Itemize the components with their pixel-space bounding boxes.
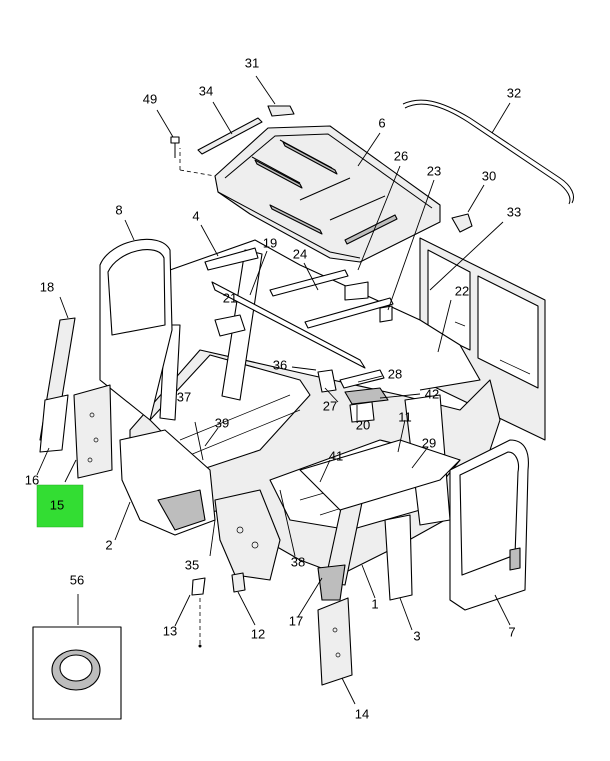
console-bracket-28 bbox=[339, 369, 385, 389]
callout-19[interactable]: 19 bbox=[263, 235, 277, 250]
callout-34[interactable]: 34 bbox=[199, 83, 213, 98]
callout-35[interactable]: 35 bbox=[185, 557, 199, 572]
callout-42[interactable]: 42 bbox=[425, 386, 439, 401]
callout-36[interactable]: 36 bbox=[273, 357, 287, 372]
callout-38[interactable]: 38 bbox=[291, 554, 305, 569]
bracket-small-13 bbox=[191, 577, 206, 648]
callout-15-highlighted[interactable]: 15 bbox=[50, 497, 64, 512]
callout-13[interactable]: 13 bbox=[163, 623, 177, 638]
callout-11[interactable]: 11 bbox=[398, 409, 412, 424]
roof-bow-front bbox=[211, 281, 366, 369]
callout-17[interactable]: 17 bbox=[289, 613, 303, 628]
callout-16[interactable]: 16 bbox=[25, 472, 39, 487]
callout-20[interactable]: 20 bbox=[356, 417, 370, 432]
roof-seal-strip bbox=[179, 117, 263, 177]
roof-rail bbox=[402, 99, 574, 205]
roof-bracket-21 bbox=[214, 314, 246, 337]
callout-2[interactable]: 2 bbox=[105, 537, 112, 552]
callout-27[interactable]: 27 bbox=[323, 398, 337, 413]
callout-8[interactable]: 8 bbox=[115, 202, 122, 217]
callout-3[interactable]: 3 bbox=[413, 628, 420, 643]
overhead-console-clip bbox=[317, 369, 337, 393]
leader-lines bbox=[36, 75, 511, 705]
right-b-pillar bbox=[384, 514, 413, 601]
callout-39[interactable]: 39 bbox=[215, 415, 229, 430]
console-tray-42 bbox=[344, 387, 389, 405]
callout-18[interactable]: 18 bbox=[40, 279, 54, 294]
callout-32[interactable]: 32 bbox=[507, 85, 521, 100]
roof-bow-mid bbox=[269, 269, 394, 329]
callout-56[interactable]: 56 bbox=[70, 572, 84, 587]
callout-24[interactable]: 24 bbox=[293, 246, 307, 261]
roof-panel bbox=[214, 125, 441, 263]
callout-26[interactable]: 26 bbox=[394, 148, 408, 163]
lower-step-panel bbox=[317, 597, 353, 686]
callout-37[interactable]: 37 bbox=[177, 389, 191, 404]
console-trim-20 bbox=[349, 401, 375, 423]
left-door-window-frame bbox=[99, 238, 173, 421]
bracket-small-12 bbox=[231, 572, 246, 593]
callout-49[interactable]: 49 bbox=[143, 91, 157, 106]
callout-21[interactable]: 21 bbox=[223, 290, 237, 305]
roof-bracket-23 bbox=[379, 305, 393, 323]
cab-back-wall bbox=[419, 237, 546, 441]
callout-41[interactable]: 41 bbox=[329, 448, 343, 463]
right-door bbox=[449, 439, 529, 611]
callout-23[interactable]: 23 bbox=[427, 163, 441, 178]
callout-28[interactable]: 28 bbox=[388, 366, 402, 381]
mirror-clip bbox=[451, 213, 473, 233]
callout-6[interactable]: 6 bbox=[378, 115, 385, 130]
callout-14[interactable]: 14 bbox=[355, 706, 369, 721]
detail-inset-56 bbox=[32, 626, 122, 720]
kick-panel-left bbox=[39, 394, 69, 453]
callout-22[interactable]: 22 bbox=[455, 283, 469, 298]
roof-clip bbox=[267, 105, 295, 117]
callout-7[interactable]: 7 bbox=[508, 624, 515, 639]
side-panel-left bbox=[73, 384, 113, 479]
callout-labels: 31 34 49 32 6 26 23 30 33 8 4 19 24 18 2… bbox=[25, 55, 521, 721]
callout-4[interactable]: 4 bbox=[192, 208, 199, 223]
roof-bracket-26 bbox=[344, 281, 369, 301]
callout-12[interactable]: 12 bbox=[251, 626, 265, 641]
callout-29[interactable]: 29 bbox=[422, 435, 436, 450]
highlighted-callout-box bbox=[36, 484, 84, 528]
callout-30[interactable]: 30 bbox=[482, 168, 496, 183]
callout-31[interactable]: 31 bbox=[245, 55, 259, 70]
callout-1[interactable]: 1 bbox=[371, 596, 378, 611]
fastener-bolt bbox=[170, 136, 180, 158]
cowl-front-panel bbox=[119, 429, 216, 536]
callout-33[interactable]: 33 bbox=[507, 204, 521, 219]
firewall-panel bbox=[214, 489, 281, 581]
